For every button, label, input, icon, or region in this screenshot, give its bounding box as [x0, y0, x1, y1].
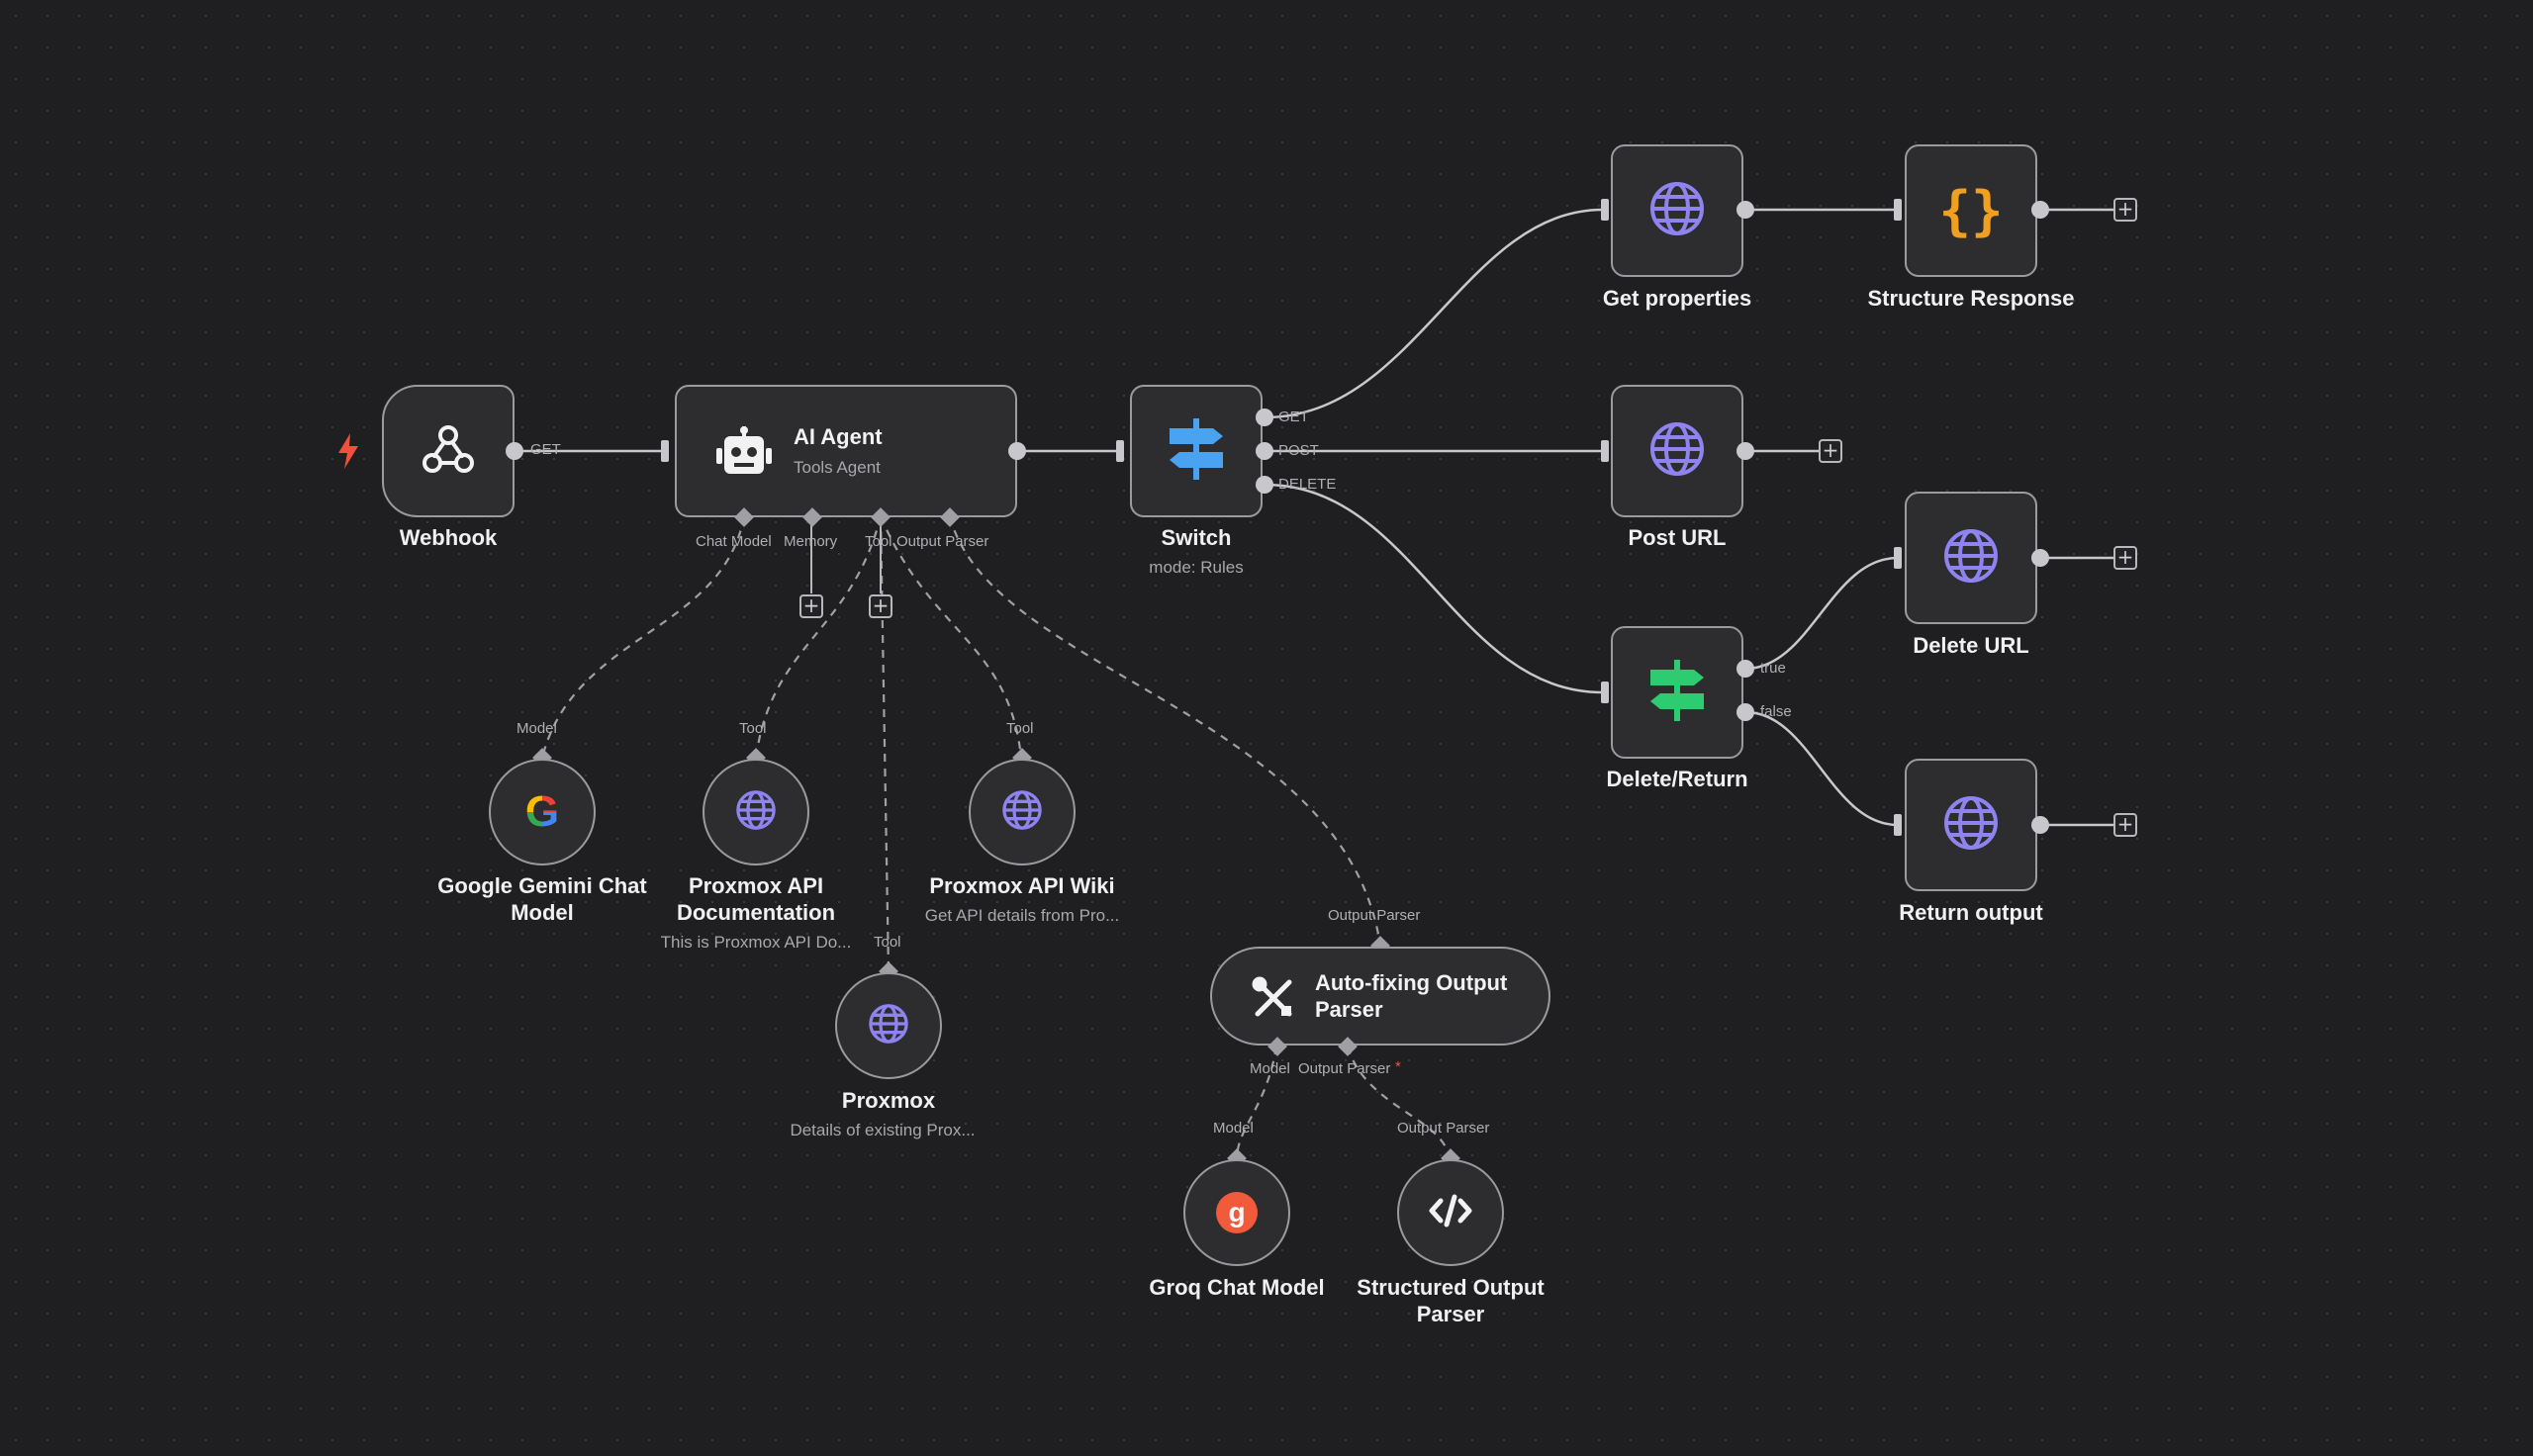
proxmox-subtitle: Details of existing Prox...: [790, 1121, 976, 1139]
globe-icon: [1648, 420, 1706, 483]
structure-response-node[interactable]: {}: [1905, 144, 2037, 277]
add-after-post-button[interactable]: +: [1819, 439, 1842, 463]
gemini-label-1: Google Gemini Chat: [437, 873, 647, 898]
globe-icon: [868, 1003, 909, 1049]
proxmox-api-wiki-subtitle: Get API details from Pro...: [924, 906, 1120, 925]
return-output-node[interactable]: [1905, 759, 2037, 891]
gemini-port-label: Model: [516, 720, 557, 737]
switch-out-get: GET: [1278, 409, 1309, 425]
get-properties-label: Get properties: [1602, 286, 1752, 311]
structure-response-label: Structure Response: [1867, 286, 2075, 311]
gemini-node[interactable]: G: [489, 759, 596, 865]
globe-icon: [1648, 180, 1706, 242]
post-url-node[interactable]: [1611, 385, 1743, 517]
webhook-label: Webhook: [399, 525, 498, 550]
globe-icon: [735, 789, 777, 836]
autofix-in-label: Output Parser: [1328, 907, 1421, 924]
port-tool: Tool: [865, 533, 892, 550]
proxmox-node[interactable]: [835, 972, 942, 1079]
gemini-label-2: Model: [511, 900, 574, 925]
structured-label-2: Parser: [1416, 1302, 1485, 1326]
edge-tool-proxmox: [879, 515, 891, 972]
structured-label-1: Structured Output: [1357, 1275, 1545, 1300]
edge-switch-get: [1264, 208, 1604, 419]
groq-port-label: Model: [1213, 1120, 1254, 1137]
groq-node[interactable]: g: [1183, 1159, 1290, 1266]
switch-out-delete: DELETE: [1278, 476, 1337, 493]
proxmox-api-doc-label-2: Documentation: [676, 900, 836, 925]
add-after-return-button[interactable]: +: [2113, 813, 2137, 837]
edge-tool-wiki: [879, 515, 1023, 759]
globe-icon: [1001, 789, 1043, 836]
ai-agent-title: AI Agent: [794, 424, 883, 449]
add-memory-button[interactable]: +: [799, 594, 823, 618]
port-memory: Memory: [784, 533, 838, 550]
proxmox-api-doc-node[interactable]: [703, 759, 809, 865]
edge-true-delete: [1744, 556, 1899, 671]
proxmox-label: Proxmox: [841, 1088, 936, 1113]
post-url-label: Post URL: [1628, 525, 1727, 550]
edge-autofix-structured: [1346, 1046, 1452, 1160]
proxmox-port-label: Tool: [874, 934, 901, 951]
groq-label: Groq Chat Model: [1149, 1275, 1325, 1300]
get-properties-node[interactable]: [1611, 144, 1743, 277]
proxmox-api-doc-label-1: Proxmox API: [688, 873, 824, 898]
switch-node[interactable]: [1130, 385, 1263, 517]
edge-tool-doc: [754, 515, 883, 759]
delete-return-out-false: false: [1760, 703, 1792, 720]
autofix-required-mark: *: [1395, 1058, 1401, 1075]
add-after-structure-button[interactable]: +: [2113, 198, 2137, 222]
ai-agent-subtitle: Tools Agent: [794, 458, 881, 477]
delete-url-node[interactable]: [1905, 492, 2037, 624]
globe-icon: [1942, 794, 2000, 857]
switch-label: Switch: [1161, 525, 1232, 550]
code-icon: [1429, 1193, 1472, 1233]
lightning-icon: [336, 433, 360, 469]
structured-output-parser-node[interactable]: [1397, 1159, 1504, 1266]
proxmox-api-wiki-node[interactable]: [969, 759, 1076, 865]
signpost-icon: [1168, 417, 1225, 485]
tools-icon: [1252, 976, 1295, 1025]
switch-out-post: POST: [1278, 442, 1319, 459]
curly-braces-icon: {}: [1938, 179, 2004, 242]
delete-return-node[interactable]: [1611, 626, 1743, 759]
proxmox-api-wiki-label: Proxmox API Wiki: [929, 873, 1115, 898]
edge-model-gemini: [540, 515, 746, 759]
doc-port-label: Tool: [739, 720, 767, 737]
google-icon: G: [524, 787, 560, 836]
signpost-icon: [1648, 659, 1706, 726]
edge-false-return: [1744, 710, 1899, 827]
port-chat-model: Chat Model: [696, 533, 772, 550]
autofix-port-model: Model: [1250, 1060, 1290, 1077]
autofix-port-output: Output Parser: [1298, 1060, 1391, 1077]
ai-agent-node[interactable]: AI Agent Tools Agent: [675, 385, 1017, 517]
edge-switch-delete: [1264, 483, 1604, 694]
delete-return-out-true: true: [1760, 660, 1786, 677]
groq-icon: g: [1216, 1192, 1258, 1233]
autofix-title-1: Auto-fixing Output: [1315, 970, 1508, 995]
return-output-label: Return output: [1899, 900, 2043, 925]
structured-port-label: Output Parser: [1397, 1120, 1490, 1137]
add-tool-button[interactable]: +: [869, 594, 892, 618]
delete-url-label: Delete URL: [1913, 633, 2029, 658]
autofix-title-2: Parser: [1315, 997, 1383, 1022]
webhook-icon: [418, 418, 479, 485]
add-after-delete-button[interactable]: +: [2113, 546, 2137, 570]
proxmox-api-doc-subtitle: This is Proxmox API Do...: [660, 933, 852, 952]
switch-subtitle: mode: Rules: [1149, 558, 1244, 577]
robot-icon: [716, 426, 772, 483]
auto-fixing-parser-node[interactable]: Auto-fixing Output Parser: [1210, 947, 1550, 1046]
webhook-node[interactable]: [382, 385, 515, 517]
port-output-parser: Output Parser: [896, 533, 989, 550]
wiki-port-label: Tool: [1006, 720, 1034, 737]
globe-icon: [1942, 527, 2000, 590]
webhook-out-label: GET: [530, 441, 561, 458]
delete-return-label: Delete/Return: [1606, 767, 1748, 791]
